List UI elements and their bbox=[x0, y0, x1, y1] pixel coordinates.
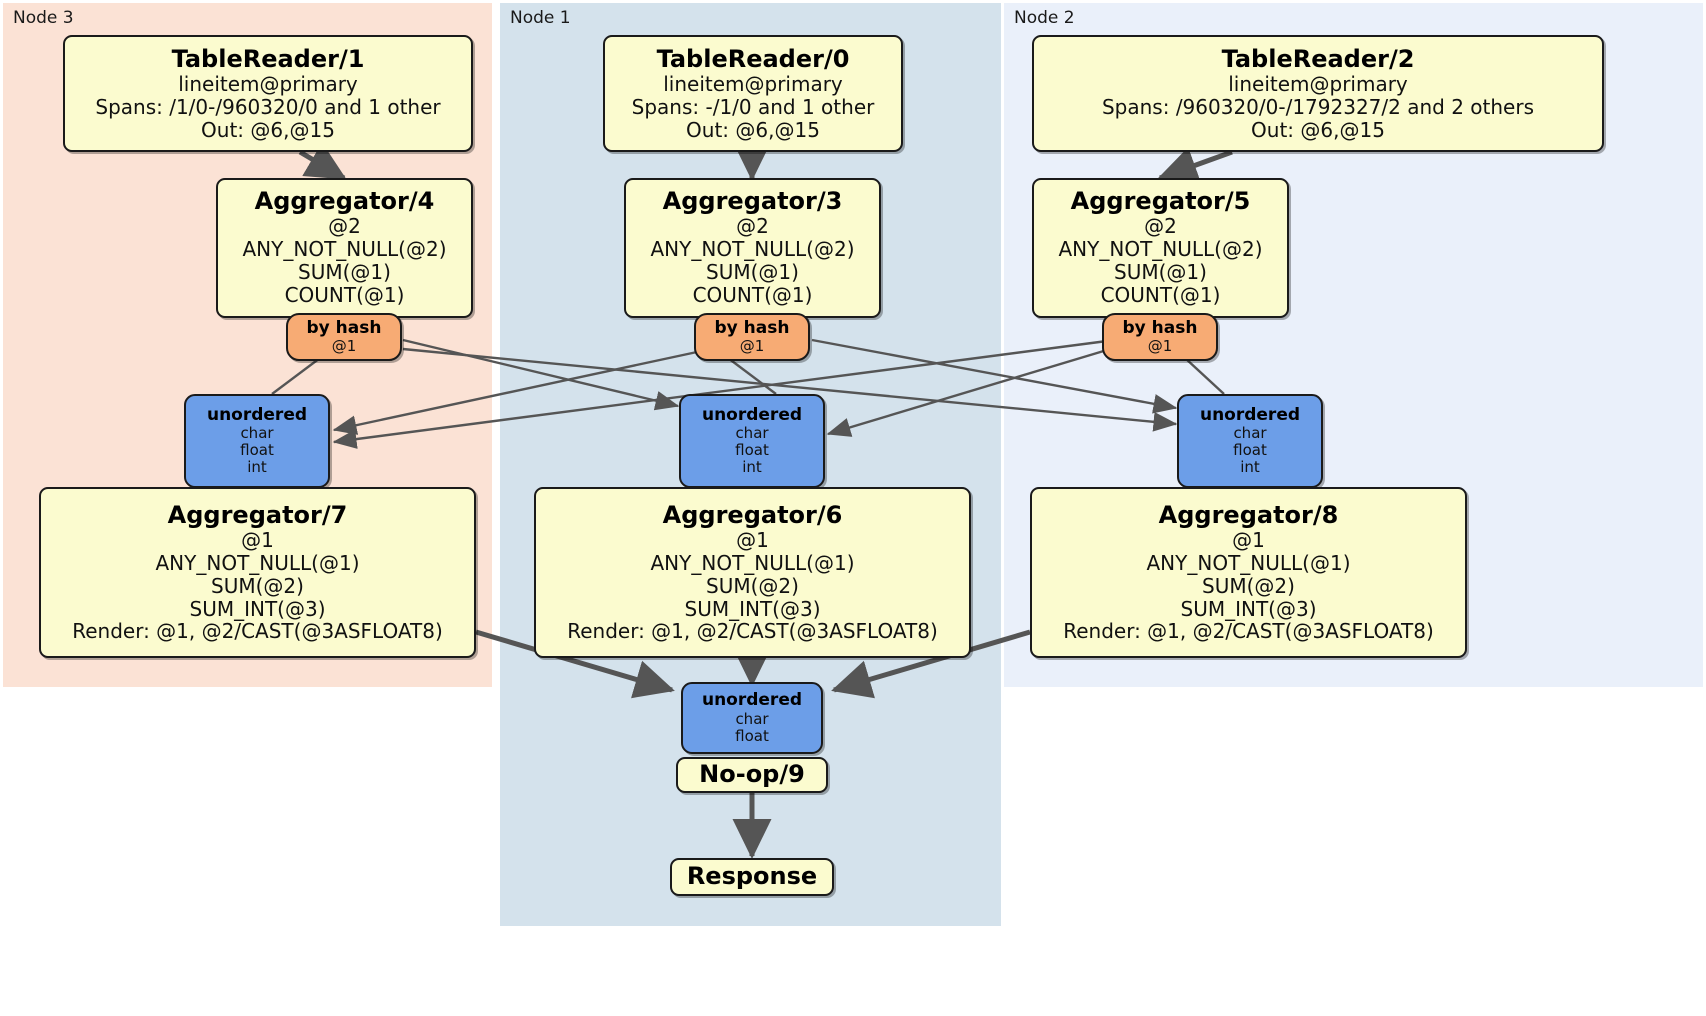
byhash-5-line-0: @1 bbox=[1147, 337, 1173, 356]
box-tablereader-0[interactable]: TableReader/0 lineitem@primary Spans: -/… bbox=[603, 35, 903, 152]
unordered-7-line-2: int bbox=[247, 458, 267, 477]
aggregator-5-line-1: ANY_NOT_NULL(@2) bbox=[1058, 237, 1263, 262]
aggregator-3-line-0: @2 bbox=[736, 214, 769, 239]
box-byhash-3[interactable]: by hash @1 bbox=[694, 313, 810, 361]
aggregator-7-line-1: ANY_NOT_NULL(@1) bbox=[155, 550, 360, 575]
tablereader-2-line-2: Out: @6,@15 bbox=[1251, 117, 1385, 142]
tablereader-2-line-0: lineitem@primary bbox=[1228, 71, 1408, 96]
aggregator-4-line-1: ANY_NOT_NULL(@2) bbox=[242, 237, 447, 262]
unordered-8-line-2: int bbox=[1240, 458, 1260, 477]
aggregator-7-line-4: Render: @1, @2/CAST(@3ASFLOAT8) bbox=[72, 619, 443, 644]
aggregator-6-line-2: SUM(@2) bbox=[706, 573, 799, 598]
response-title: Response bbox=[686, 862, 818, 891]
box-tablereader-1[interactable]: TableReader/1 lineitem@primary Spans: /1… bbox=[63, 35, 473, 152]
aggregator-6-line-0: @1 bbox=[736, 528, 769, 553]
aggregator-7-line-0: @1 bbox=[241, 528, 274, 553]
tablereader-1-line-0: lineitem@primary bbox=[178, 71, 358, 96]
box-response[interactable]: Response bbox=[670, 858, 834, 896]
panel-node2-label: Node 2 bbox=[1014, 8, 1075, 28]
aggregator-8-title: Aggregator/8 bbox=[1158, 500, 1339, 529]
tablereader-1-line-2: Out: @6,@15 bbox=[201, 117, 335, 142]
box-aggregator-7[interactable]: Aggregator/7 @1 ANY_NOT_NULL(@1) SUM(@2)… bbox=[39, 487, 476, 658]
aggregator-8-line-0: @1 bbox=[1232, 528, 1265, 553]
aggregator-5-line-2: SUM(@1) bbox=[1114, 259, 1207, 284]
aggregator-3-title: Aggregator/3 bbox=[662, 187, 843, 215]
aggregator-4-title: Aggregator/4 bbox=[254, 187, 435, 215]
byhash-3-title: by hash bbox=[714, 317, 790, 338]
aggregator-6-line-3: SUM_INT(@3) bbox=[684, 596, 821, 621]
panel-node3-label: Node 3 bbox=[13, 8, 74, 28]
aggregator-4-line-2: SUM(@1) bbox=[298, 259, 391, 284]
box-noop-9[interactable]: No-op/9 bbox=[676, 757, 828, 793]
aggregator-5-line-3: COUNT(@1) bbox=[1100, 282, 1221, 307]
unordered-6-line-1: float bbox=[735, 441, 769, 460]
unordered-8-line-0: char bbox=[1233, 424, 1267, 443]
aggregator-3-line-1: ANY_NOT_NULL(@2) bbox=[650, 237, 855, 262]
aggregator-8-line-2: SUM(@2) bbox=[1202, 573, 1295, 598]
tablereader-0-line-0: lineitem@primary bbox=[663, 71, 843, 96]
box-byhash-4[interactable]: by hash @1 bbox=[286, 313, 402, 361]
box-unordered-8[interactable]: unordered char float int bbox=[1177, 394, 1323, 488]
aggregator-7-line-2: SUM(@2) bbox=[211, 573, 304, 598]
unordered-final-title: unordered bbox=[701, 690, 803, 711]
tablereader-0-line-2: Out: @6,@15 bbox=[686, 117, 820, 142]
box-unordered-6[interactable]: unordered char float int bbox=[679, 394, 825, 488]
unordered-7-title: unordered bbox=[206, 404, 308, 425]
tablereader-0-line-1: Spans: -/1/0 and 1 other bbox=[631, 94, 875, 119]
noop-9-title: No-op/9 bbox=[699, 760, 805, 789]
tablereader-2-title: TableReader/2 bbox=[1221, 44, 1415, 73]
box-aggregator-3[interactable]: Aggregator/3 @2 ANY_NOT_NULL(@2) SUM(@1)… bbox=[624, 178, 881, 318]
unordered-8-title: unordered bbox=[1199, 404, 1301, 425]
box-aggregator-4[interactable]: Aggregator/4 @2 ANY_NOT_NULL(@2) SUM(@1)… bbox=[216, 178, 473, 318]
unordered-final-line-1: float bbox=[735, 726, 769, 745]
byhash-3-line-0: @1 bbox=[739, 337, 765, 356]
box-aggregator-6[interactable]: Aggregator/6 @1 ANY_NOT_NULL(@1) SUM(@2)… bbox=[534, 487, 971, 658]
tablereader-1-line-1: Spans: /1/0-/960320/0 and 1 other bbox=[95, 94, 441, 119]
unordered-8-line-1: float bbox=[1233, 441, 1267, 460]
byhash-4-line-0: @1 bbox=[331, 337, 357, 356]
aggregator-4-line-0: @2 bbox=[328, 214, 361, 239]
box-tablereader-2[interactable]: TableReader/2 lineitem@primary Spans: /9… bbox=[1032, 35, 1604, 152]
unordered-final-line-0: char bbox=[735, 709, 769, 728]
box-aggregator-5[interactable]: Aggregator/5 @2 ANY_NOT_NULL(@2) SUM(@1)… bbox=[1032, 178, 1289, 318]
box-unordered-7[interactable]: unordered char float int bbox=[184, 394, 330, 488]
aggregator-7-title: Aggregator/7 bbox=[167, 500, 348, 529]
byhash-5-title: by hash bbox=[1122, 317, 1198, 338]
aggregator-3-line-3: COUNT(@1) bbox=[692, 282, 813, 307]
box-byhash-5[interactable]: by hash @1 bbox=[1102, 313, 1218, 361]
aggregator-8-line-4: Render: @1, @2/CAST(@3ASFLOAT8) bbox=[1063, 619, 1434, 644]
unordered-6-line-2: int bbox=[742, 458, 762, 477]
aggregator-4-line-3: COUNT(@1) bbox=[284, 282, 405, 307]
aggregator-3-line-2: SUM(@1) bbox=[706, 259, 799, 284]
byhash-4-title: by hash bbox=[306, 317, 382, 338]
box-aggregator-8[interactable]: Aggregator/8 @1 ANY_NOT_NULL(@1) SUM(@2)… bbox=[1030, 487, 1467, 658]
aggregator-7-line-3: SUM_INT(@3) bbox=[189, 596, 326, 621]
aggregator-6-line-1: ANY_NOT_NULL(@1) bbox=[650, 550, 855, 575]
aggregator-8-line-1: ANY_NOT_NULL(@1) bbox=[1146, 550, 1351, 575]
panel-node1-label: Node 1 bbox=[510, 8, 571, 28]
unordered-7-line-1: float bbox=[240, 441, 274, 460]
unordered-7-line-0: char bbox=[240, 424, 274, 443]
tablereader-0-title: TableReader/0 bbox=[656, 44, 850, 73]
tablereader-2-line-1: Spans: /960320/0-/1792327/2 and 2 others bbox=[1101, 94, 1534, 119]
aggregator-5-line-0: @2 bbox=[1144, 214, 1177, 239]
box-unordered-final[interactable]: unordered char float bbox=[681, 682, 823, 754]
unordered-6-title: unordered bbox=[701, 404, 803, 425]
aggregator-5-title: Aggregator/5 bbox=[1070, 187, 1251, 215]
unordered-6-line-0: char bbox=[735, 424, 769, 443]
aggregator-6-title: Aggregator/6 bbox=[662, 500, 843, 529]
aggregator-6-line-4: Render: @1, @2/CAST(@3ASFLOAT8) bbox=[567, 619, 938, 644]
tablereader-1-title: TableReader/1 bbox=[171, 44, 365, 73]
aggregator-8-line-3: SUM_INT(@3) bbox=[1180, 596, 1317, 621]
